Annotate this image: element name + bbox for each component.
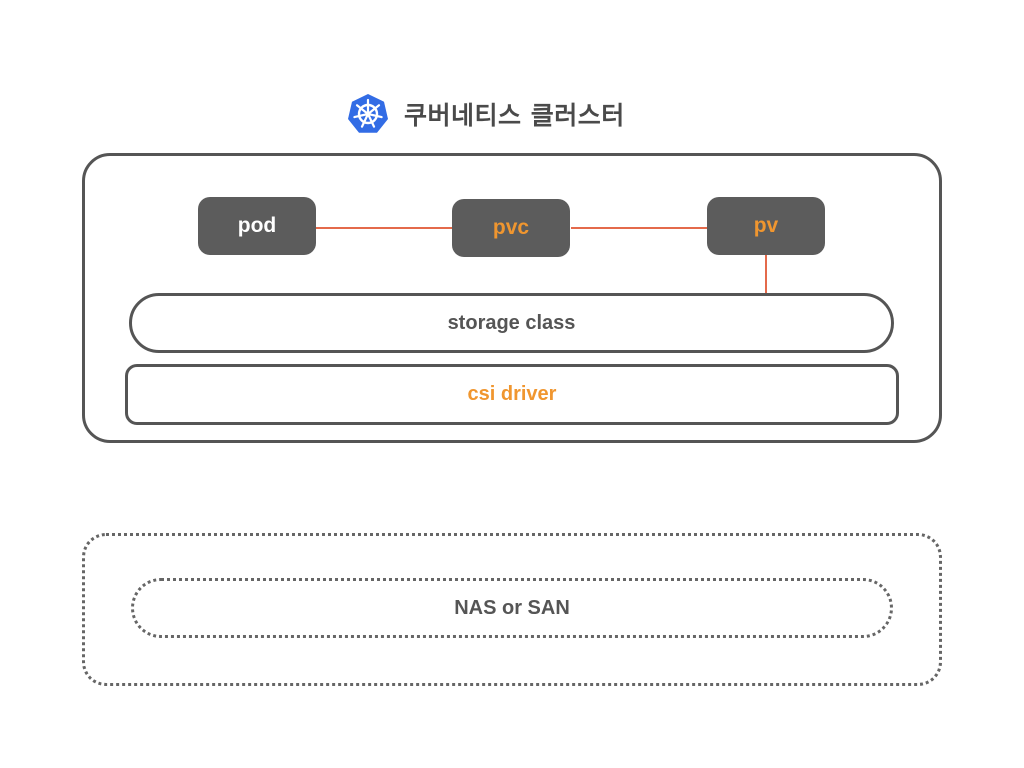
cluster-header: 쿠버네티스 클러스터 <box>346 92 625 136</box>
csi-driver-layer: csi driver <box>125 364 899 425</box>
storage-class-layer: storage class <box>129 293 894 353</box>
pvc-pv-connector <box>571 227 708 229</box>
nas-san-storage: NAS or SAN <box>131 578 893 638</box>
kubernetes-cluster-box <box>82 153 942 443</box>
pod-node: pod <box>198 197 316 255</box>
cluster-title: 쿠버네티스 클러스터 <box>404 101 625 130</box>
pv-node: pv <box>707 197 825 255</box>
pod-pvc-connector <box>316 227 453 229</box>
external-storage-box <box>82 533 942 686</box>
pvc-node: pvc <box>452 199 570 257</box>
pv-storage-class-connector <box>765 255 767 295</box>
kubernetes-icon <box>348 94 388 133</box>
